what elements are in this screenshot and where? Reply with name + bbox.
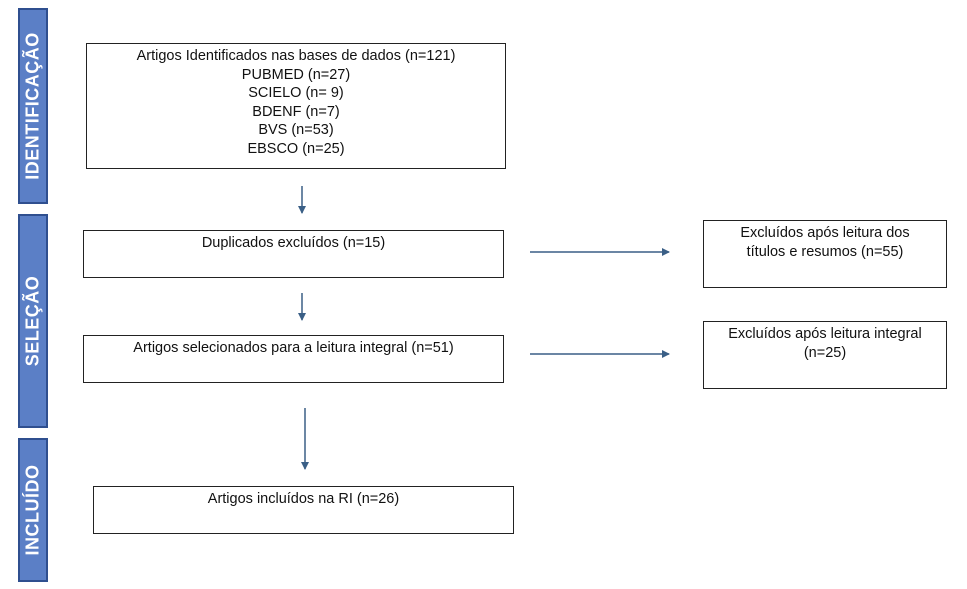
identified-records-title: Artigos Identificados nas bases de dados…	[136, 48, 456, 64]
identified-records-box: Artigos Identificados nas bases de dados…	[86, 43, 506, 169]
duplicates-excluded-text: Duplicados excluídos (n=15)	[201, 235, 386, 251]
excluded-full-box: Excluídos após leitura integral (n=25)	[703, 321, 947, 389]
excluded-titles-line1: Excluídos após leitura dos	[740, 225, 910, 241]
selected-full-text-box: Artigos selecionados para a leitura inte…	[83, 335, 504, 383]
excluded-titles-box: Excluídos após leitura dos títulos e res…	[703, 220, 947, 288]
source-bdenf: BDENF (n=7)	[252, 103, 340, 120]
duplicates-excluded-box: Duplicados excluídos (n=15)	[83, 230, 504, 278]
source-pubmed: PUBMED (n=27)	[241, 66, 351, 83]
source-scielo: SCIELO (n= 9)	[248, 85, 344, 101]
stage-identification: IDENTIFICAÇÃO	[18, 8, 48, 204]
included-text: Artigos incluídos na RI (n=26)	[207, 491, 400, 507]
stage-included: INCLUÍDO	[18, 438, 48, 582]
source-bvs: BVS (n=53)	[258, 122, 334, 138]
excluded-full-line2: (n=25)	[803, 344, 847, 361]
source-ebsco: EBSCO (n=25)	[247, 140, 345, 157]
excluded-full-line1: Excluídos após leitura integral	[728, 326, 922, 342]
selected-full-text: Artigos selecionados para a leitura inte…	[133, 340, 454, 356]
excluded-titles-line2: títulos e resumos (n=55)	[746, 243, 904, 260]
stage-selection: SELEÇÃO	[18, 214, 48, 428]
included-box: Artigos incluídos na RI (n=26)	[93, 486, 514, 534]
